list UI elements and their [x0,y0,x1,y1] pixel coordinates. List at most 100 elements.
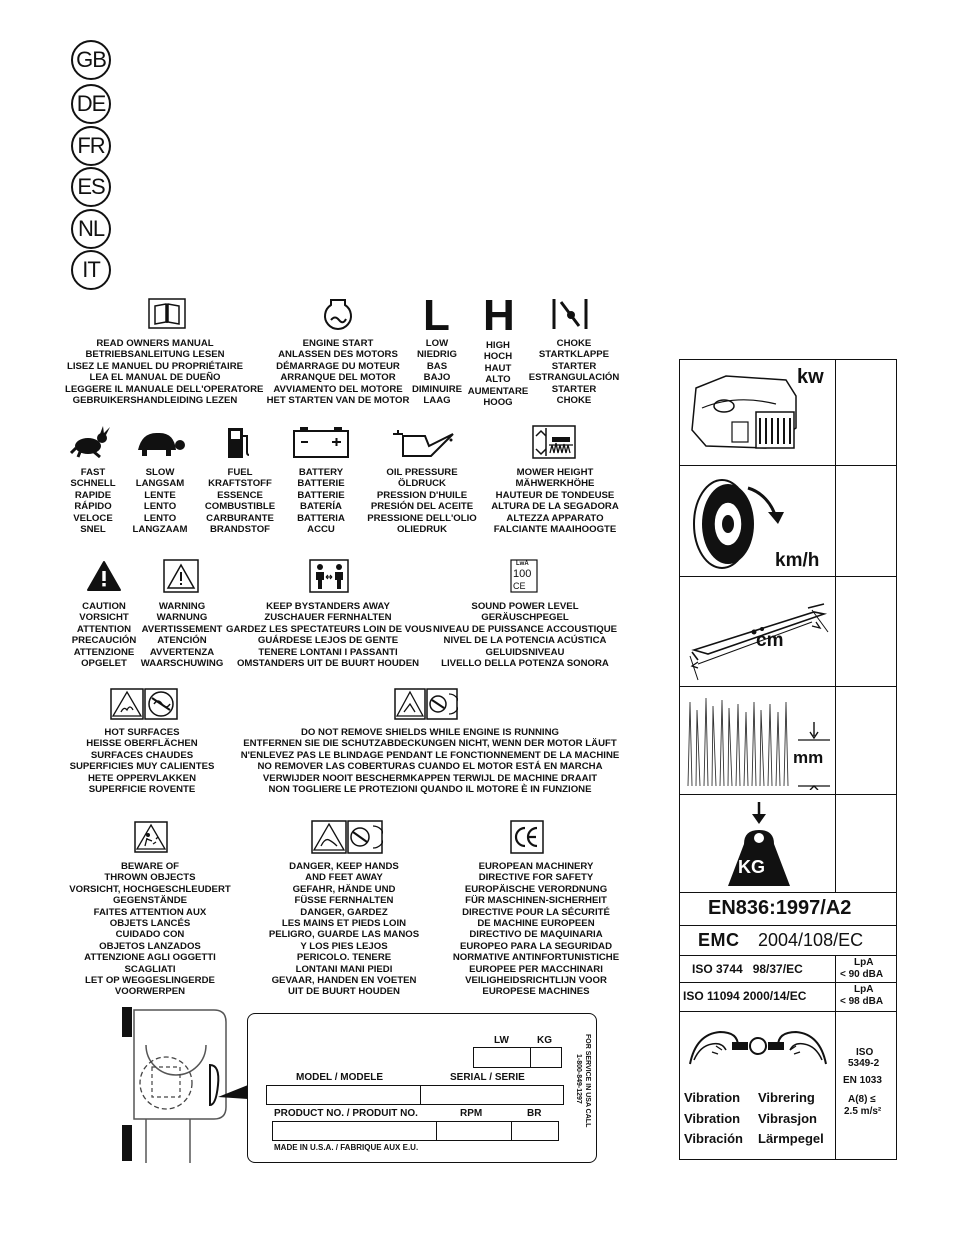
ce-mark-icon [510,820,544,854]
spec-vib-iso: ISO [856,1047,874,1058]
spec-vib-en: EN 1033 [843,1075,882,1086]
wheel-icon [688,474,798,574]
spec-vibration-no: Vibrasjon [758,1111,818,1126]
sound-ce-text: CE [513,581,526,591]
engine-start-icon [321,296,355,334]
plate-kg-label: KG [537,1035,552,1046]
spec-vibration-fr: Vibration [684,1111,741,1126]
battery-icon [292,425,350,459]
language-nl: NL [71,209,111,249]
caution-icon [86,560,122,592]
thrown-objects-icon [134,821,168,853]
choke-icon [550,297,590,331]
plate-serial-label: SERIAL / SERIE [450,1072,525,1083]
plate-kg-field [530,1047,562,1068]
spec-row-emc [680,926,896,956]
plate-product-label: PRODUCT NO. / PRODUIT NO. [274,1108,418,1119]
spec-iso3744: ISO 3744 98/37/EC [692,962,803,976]
spec-row-kmh [680,466,896,577]
mower-height-icon [532,425,576,459]
spec-iso-divider [835,956,836,1012]
spec-kg-label: KG [738,857,765,877]
spec-vibration-de: Lärmpegel [758,1131,824,1146]
spec-lpa2-label: LpA [854,984,874,995]
language-it: IT [71,250,111,290]
language-de: DE [71,84,111,124]
turtle-icon [132,430,186,458]
fuel-pump-icon [226,426,252,460]
spec-vib-a: A(8) ≤ [848,1094,876,1105]
spec-vibration-en: Vibration [684,1090,741,1105]
warning-icon [163,559,199,593]
spec-lpa1-value: < 90 dBA [840,969,884,980]
spec-divider-top [835,360,836,892]
spec-vib-iso-num: 5349-2 [848,1058,880,1069]
sound-power-icon: LwA 100 CE [510,559,538,593]
spec-standard-en836: EN836:1997/A2 [708,897,852,919]
plate-serial-field [420,1085,564,1105]
plate-service-number: 1-800-849-1297 [575,1054,582,1104]
plate-product-field [272,1121,437,1141]
hands-feet-icon [311,820,383,854]
plate-rpm-label: RPM [460,1108,483,1119]
plate-lw-field [473,1047,531,1068]
spec-row-kg [680,795,896,893]
spec-cm-label: cm [756,630,784,651]
spec-iso11094: ISO 11094 2000/14/EC [683,989,807,1003]
plate-rpm-field [436,1121,512,1141]
plate-model-field [266,1085,421,1105]
language-fr: FR [71,126,111,166]
spec-kmh-label: km/h [775,550,820,571]
spec-lpa2-value: < 98 dBA [840,996,884,1007]
language-gb: GB [71,40,111,80]
bystanders-icon [309,559,349,593]
language-es: ES [71,167,111,207]
shields-icon [394,688,458,720]
spec-vib-value: 2.5 m/s² [844,1106,882,1117]
spec-emc-value: 2004/108/EC [758,930,864,950]
spec-mm-label: mm [793,748,824,767]
spec-row-kw [680,360,896,466]
plate-lw-label: LW [494,1035,509,1046]
low-letter-icon: L [423,291,450,340]
spec-row-en836 [680,893,896,926]
spec-table: kw km/h cm mm KG EN836:1997/A2 EMC 2004/… [679,359,897,1160]
plate-model-label: MODEL / MODELE [296,1072,384,1083]
grass-height-icon [686,694,832,790]
spec-row-iso11094 [680,983,896,1012]
plate-br-field [511,1121,559,1141]
product-plate [247,1013,597,1163]
sound-lwa-text: LwA [516,561,529,567]
oil-can-icon [391,426,457,458]
spec-row-iso3744 [680,956,896,983]
engine-block-icon [686,368,798,462]
book-icon [148,298,186,329]
blade-icon [688,586,830,682]
spec-row-mm [680,687,896,795]
plate-service-text: FOR SERVICE IN USA CALL [584,1034,591,1128]
spec-lpa1-label: LpA [854,957,874,968]
high-letter-icon: H [483,291,515,340]
weight-icon [724,800,794,888]
plate-br-label: BR [527,1108,542,1119]
spec-emc-label: EMC [698,930,740,950]
spec-row-cm [680,577,896,687]
